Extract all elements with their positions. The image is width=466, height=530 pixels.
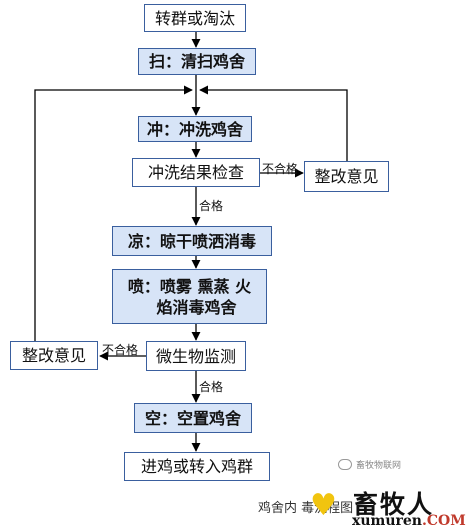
loop-fix-left-back <box>34 85 193 341</box>
site-logo: ♥ 畜牧人 xumuren.COM <box>298 485 466 530</box>
step-micro: 微生物监测 <box>146 341 246 371</box>
logo-text-en: xumuren.COM <box>352 513 466 529</box>
step-transfer: 转群或淘汰 <box>144 4 246 32</box>
step-dry-spray-label: 凉：晾干喷洒消毒 <box>127 231 256 251</box>
logo-domain-suffix: .COM <box>421 513 466 529</box>
fix-box-left: 整改意见 <box>10 341 98 370</box>
edge-label-fail-right: 不合格 <box>262 162 299 176</box>
heart-icon: ♥ <box>310 488 337 523</box>
step-micro-label: 微生物监测 <box>155 346 236 366</box>
step-enter-label: 进鸡或转入鸡群 <box>140 457 253 476</box>
step-sweep: 扫：清扫鸡舍 <box>138 48 256 75</box>
loop-fix-right-back <box>199 85 348 161</box>
fix-box-right: 整改意见 <box>304 161 389 192</box>
edge-label-fail-left: 不合格 <box>102 343 139 357</box>
step-empty-label: 空：空置鸡舍 <box>144 408 241 428</box>
step-sweep-label: 扫：清扫鸡舍 <box>148 52 245 71</box>
diagram-caption: 鸡舍内 毒流程图 <box>258 501 354 516</box>
step-enter: 进鸡或转入鸡群 <box>124 452 270 481</box>
step-spray-label-line1: 喷：喷雾 熏蒸 火 <box>127 276 252 296</box>
wechat-account-label: 畜牧物联网 <box>356 461 402 471</box>
logo-domain-name: xumuren <box>352 513 422 529</box>
step-transfer-label: 转群或淘汰 <box>154 8 235 28</box>
wechat-icon <box>338 459 352 470</box>
step-empty: 空：空置鸡舍 <box>134 403 252 433</box>
edge-label-pass-2: 合格 <box>199 380 224 394</box>
step-inspect: 冲洗结果检查 <box>132 158 260 187</box>
logo-text-cn: 畜牧人 <box>353 490 435 519</box>
fix-right-label: 整改意见 <box>314 167 379 186</box>
step-rinse-label: 冲：冲洗鸡舍 <box>146 119 243 139</box>
wechat-watermark: 畜牧物联网 <box>338 458 401 471</box>
step-spray: 喷：喷雾 熏蒸 火 焰消毒鸡舍 <box>112 269 267 324</box>
step-spray-label-line2: 焰消毒鸡舍 <box>156 297 237 317</box>
step-rinse: 冲：冲洗鸡舍 <box>138 116 252 142</box>
step-dry-spray: 凉：晾干喷洒消毒 <box>112 226 272 256</box>
edge-label-pass-1: 合格 <box>199 199 224 213</box>
step-inspect-label: 冲洗结果检查 <box>147 163 244 182</box>
fix-left-label: 整改意见 <box>21 346 86 365</box>
